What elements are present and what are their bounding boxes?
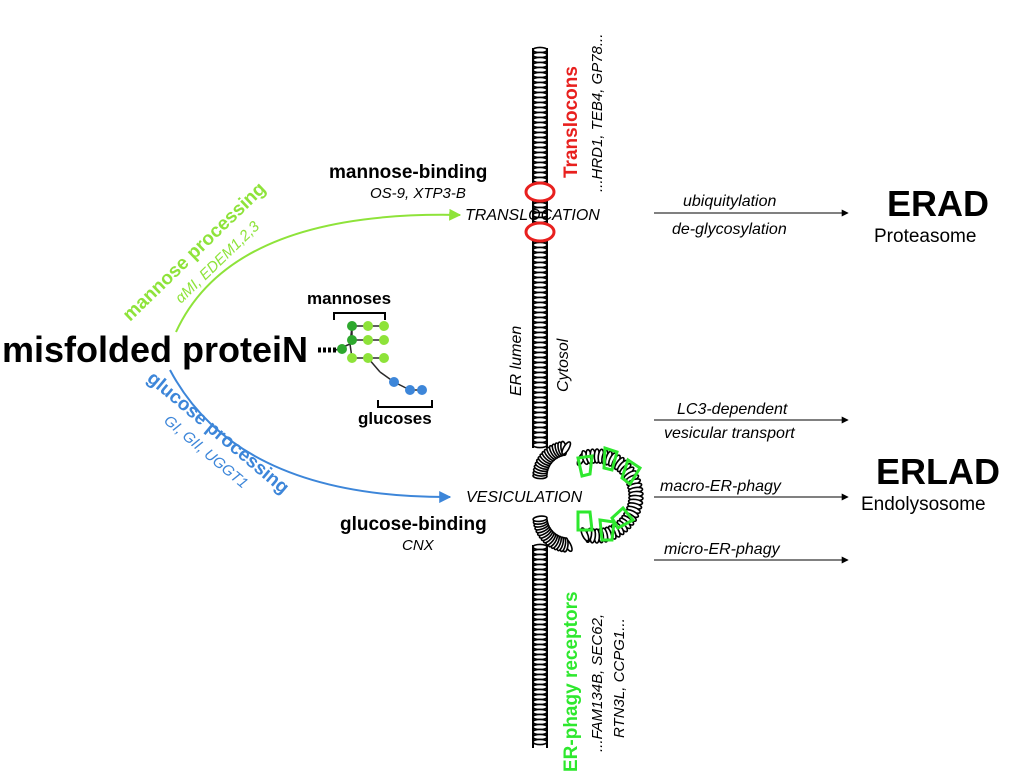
mannose-dot — [379, 353, 389, 363]
mannose-binding-title: mannose-binding — [329, 162, 487, 183]
translocon-upper-ellipse — [524, 181, 556, 203]
receptor-mark — [576, 510, 594, 532]
erlad-subtitle: Endolysosome — [861, 494, 986, 515]
mannoses-label: mannoses — [307, 289, 391, 308]
glucose-binding-proteins: CNX — [402, 537, 435, 554]
er-phagy-receptors-list-1: ...FAM134B, SEC62, — [589, 614, 606, 752]
mannose-dot — [363, 353, 373, 363]
translocon-lower-ellipse — [524, 221, 556, 243]
de-glycosylation-label: de-glycosylation — [672, 221, 787, 238]
glucose-processing-title: glucose processing — [143, 368, 293, 499]
glucoses-bracket — [377, 400, 433, 408]
translocation-label: TRANSLOCATION — [465, 207, 600, 224]
mannoses-bracket — [333, 312, 386, 320]
glucoses-label: glucoses — [358, 409, 432, 428]
mannose-dot — [337, 344, 347, 354]
er-phagy-receptors-list-2: RTN3L, CCPG1... — [611, 618, 628, 738]
receptor-mark — [576, 454, 594, 478]
translocons-title: Translocons — [561, 66, 582, 178]
micro-er-phagy-label: micro-ER-phagy — [664, 541, 781, 558]
mannose-dot — [347, 335, 357, 345]
misfolded-protein-label: misfolded proteiN — [2, 329, 308, 370]
glucose-binding-title: glucose-binding — [340, 514, 487, 535]
lipid-bead — [532, 441, 548, 449]
macro-er-phagy-label: macro-ER-phagy — [660, 478, 782, 495]
erad-subtitle: Proteasome — [874, 226, 976, 247]
vesicular-transport-label: vesicular transport — [664, 425, 795, 442]
lipid-bead — [532, 738, 548, 746]
erad-title: ERAD — [887, 183, 989, 224]
glucose-dot — [417, 385, 427, 395]
glucose-processing-arrow — [169, 369, 452, 504]
er-phagy-receptors-title: ER-phagy receptors — [561, 591, 582, 772]
lipid-bead — [532, 515, 548, 523]
mannose-dot — [379, 321, 389, 331]
receptor-mark — [598, 518, 616, 542]
receptor-mark — [602, 445, 619, 472]
mannose-dot — [363, 321, 373, 331]
lipid-bead — [561, 441, 572, 456]
translocons-list: ...HRD1, TEB4, GP78... — [589, 34, 606, 192]
mannose-processing-arrow — [175, 208, 462, 333]
mannose-residues — [337, 321, 389, 363]
cytosol-label: Cytosol — [555, 338, 572, 392]
vesiculation-label: VESICULATION — [466, 489, 583, 506]
er-membrane — [532, 46, 644, 748]
lc3-dependent-label: LC3-dependent — [677, 401, 788, 418]
mannose-dot — [347, 321, 357, 331]
ubiquitylation-label: ubiquitylation — [683, 193, 777, 210]
er-lumen-label: ER lumen — [508, 326, 525, 396]
receptor-mark — [620, 457, 643, 487]
mannose-processing-title: mannose processing — [119, 178, 270, 325]
membrane-lower-segment — [532, 543, 548, 748]
erlad-title: ERLAD — [876, 451, 1000, 492]
mannose-binding-proteins: OS-9, XTP3-B — [370, 185, 466, 202]
membrane-vesicle-curve — [532, 440, 644, 553]
mannose-dot — [379, 335, 389, 345]
er-phagy-receptors-marks — [576, 445, 643, 542]
receptor-mark — [610, 505, 636, 530]
mannose-dot — [347, 353, 357, 363]
glucose-residues — [389, 377, 427, 395]
membrane-upper-segment — [532, 46, 548, 449]
glucose-dot — [405, 385, 415, 395]
mannose-dot — [363, 335, 373, 345]
glucose-dot — [389, 377, 399, 387]
